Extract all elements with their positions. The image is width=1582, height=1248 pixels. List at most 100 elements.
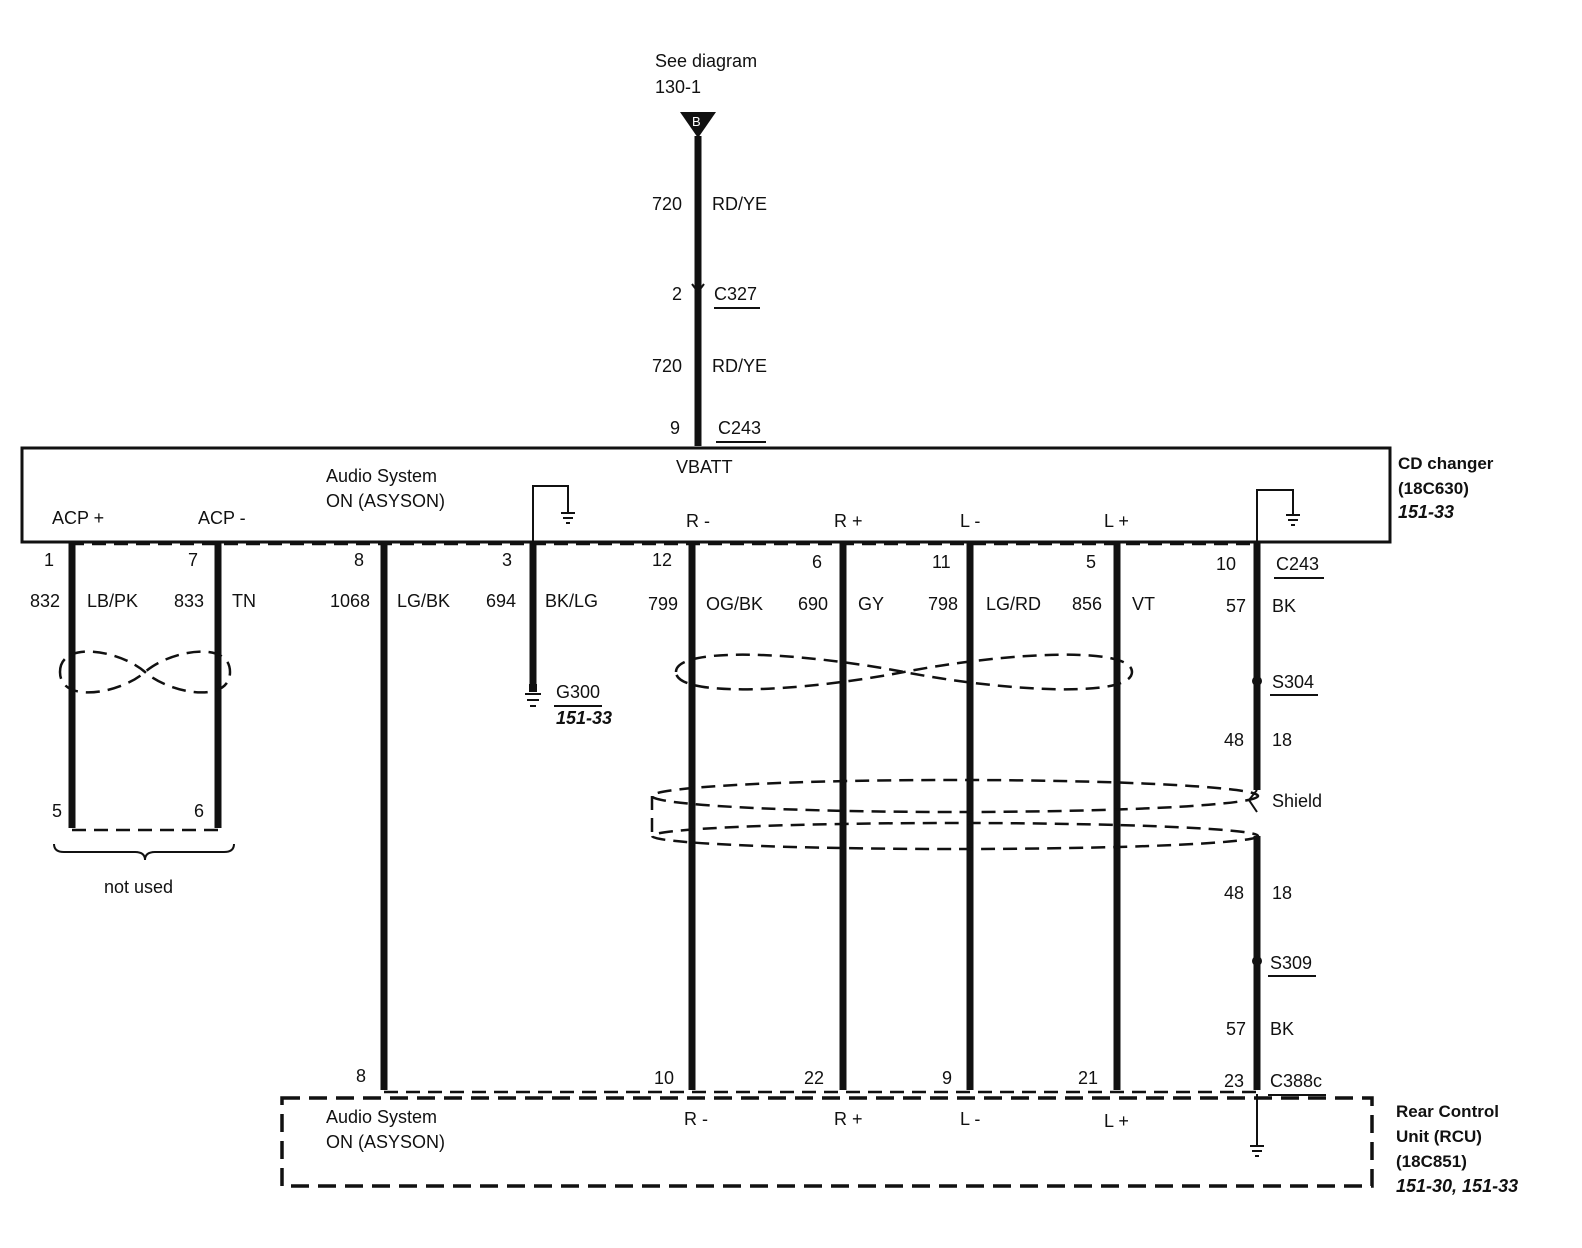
upper-circuit-number: 720 bbox=[652, 194, 682, 214]
acp-minus-label: ACP - bbox=[198, 508, 246, 528]
shield-top-ellipse bbox=[650, 778, 1260, 814]
rcu-l-plus-label: L + bbox=[1104, 1111, 1129, 1131]
rcu-pin-8: 8 bbox=[356, 1066, 366, 1086]
rcu-page-ref: 151-30, 151-33 bbox=[1396, 1176, 1518, 1196]
shield-bottom-ellipse bbox=[650, 821, 1260, 851]
rcu-l-minus-label: L - bbox=[960, 1109, 980, 1129]
connector-b-letter: B bbox=[692, 114, 701, 129]
splice-s304-label: S304 bbox=[1272, 672, 1314, 692]
g300-tab bbox=[529, 684, 537, 692]
pin-6: 6 bbox=[812, 552, 822, 572]
cd-changer-box bbox=[20, 446, 1392, 544]
rcu-pin-21: 21 bbox=[1078, 1068, 1098, 1088]
shield-lower-circuit: 48 bbox=[1224, 883, 1244, 903]
cd-changer-title: CD changer bbox=[1398, 454, 1494, 473]
shield-lower-gauge: 18 bbox=[1272, 883, 1292, 903]
circuit-1068: 1068 bbox=[330, 591, 370, 611]
pin-10: 10 bbox=[1216, 554, 1236, 574]
c243-top-pin: 9 bbox=[670, 418, 680, 438]
color-lb-pk: LB/PK bbox=[87, 591, 138, 611]
circuit-833: 833 bbox=[174, 591, 204, 611]
circuit-694: 694 bbox=[486, 591, 516, 611]
pin-11: 11 bbox=[932, 552, 951, 572]
c327-label: C327 bbox=[714, 284, 757, 304]
pin-3: 3 bbox=[502, 550, 512, 570]
shield-upper-circuit: 48 bbox=[1224, 730, 1244, 750]
splice-s304-dot bbox=[1252, 676, 1262, 686]
pin-1: 1 bbox=[44, 550, 54, 570]
color-lg-rd: LG/RD bbox=[986, 594, 1041, 614]
internal-ground-lead-1 bbox=[532, 485, 569, 542]
color-vt: VT bbox=[1132, 594, 1155, 614]
rcu-pin-9: 9 bbox=[942, 1068, 952, 1088]
pin-12: 12 bbox=[652, 550, 672, 570]
acp-plus-label: ACP + bbox=[52, 508, 104, 528]
circuit-856: 856 bbox=[1072, 594, 1102, 614]
upper-wire-color: RD/YE bbox=[712, 194, 767, 214]
color-bk: BK bbox=[1272, 596, 1296, 616]
color-lg-bk: LG/BK bbox=[397, 591, 450, 611]
pin-7: 7 bbox=[188, 550, 198, 570]
bottom-color-bk: BK bbox=[1270, 1019, 1294, 1039]
internal-ground-lead-2 bbox=[1256, 489, 1294, 542]
g300-page-ref: 151-33 bbox=[556, 708, 612, 728]
cd-r-plus-label: R + bbox=[834, 511, 863, 531]
splice-s309-label: S309 bbox=[1270, 953, 1312, 973]
circuit-799: 799 bbox=[648, 594, 678, 614]
shield-upper-gauge: 18 bbox=[1272, 730, 1292, 750]
color-bk-lg: BK/LG bbox=[545, 591, 598, 611]
cd-l-plus-label: L + bbox=[1104, 511, 1129, 531]
bottom-circuit-57: 57 bbox=[1226, 1019, 1246, 1039]
cd-changer-part: (18C630) bbox=[1398, 479, 1469, 498]
color-tn: TN bbox=[232, 591, 256, 611]
pin-5: 5 bbox=[1086, 552, 1096, 572]
rcu-part: (18C851) bbox=[1396, 1152, 1467, 1171]
end-pin-5: 5 bbox=[52, 801, 62, 821]
cd-r-minus-label: R - bbox=[686, 511, 710, 531]
c243-top-label: C243 bbox=[718, 418, 761, 438]
rcu-pin-23: 23 bbox=[1224, 1071, 1244, 1091]
circuit-798: 798 bbox=[928, 594, 958, 614]
color-og-bk: OG/BK bbox=[706, 594, 763, 614]
c327-pin-mark bbox=[691, 283, 705, 294]
circuit-690: 690 bbox=[798, 594, 828, 614]
rcu-asyson-line2: ON (ASYSON) bbox=[326, 1132, 445, 1152]
twisted-pair-acp bbox=[58, 650, 232, 694]
circuit-832: 832 bbox=[30, 591, 60, 611]
ground-icon bbox=[1250, 1145, 1264, 1157]
rcu-r-plus-label: R + bbox=[834, 1109, 863, 1129]
shield-label: Shield bbox=[1272, 791, 1322, 811]
lower-circuit-number: 720 bbox=[652, 356, 682, 376]
rcu-title-line2: Unit (RCU) bbox=[1396, 1127, 1482, 1146]
c327-pin: 2 bbox=[672, 284, 682, 304]
pin-8: 8 bbox=[354, 550, 364, 570]
rcu-asyson-line1: Audio System bbox=[326, 1107, 437, 1127]
rcu-pin-22: 22 bbox=[804, 1068, 824, 1088]
color-gy: GY bbox=[858, 594, 884, 614]
source-note-line2: 130-1 bbox=[655, 77, 701, 97]
ground-icon bbox=[525, 693, 541, 707]
shield-drain bbox=[1247, 789, 1258, 813]
splice-s309-dot bbox=[1252, 956, 1262, 966]
not-used-label: not used bbox=[104, 877, 173, 897]
rcu-title-line1: Rear Control bbox=[1396, 1102, 1499, 1121]
cd-l-minus-label: L - bbox=[960, 511, 980, 531]
asyson-label-line2: ON (ASYSON) bbox=[326, 491, 445, 511]
ground-icon bbox=[561, 512, 575, 524]
rcu-r-minus-label: R - bbox=[684, 1109, 708, 1129]
asyson-label-line1: Audio System bbox=[326, 466, 437, 486]
not-used-brace bbox=[53, 843, 235, 861]
rcu-box bbox=[280, 1096, 1374, 1188]
g300-label: G300 bbox=[556, 682, 600, 702]
cd-changer-page-ref: 151-33 bbox=[1398, 502, 1454, 522]
end-pin-6: 6 bbox=[194, 801, 204, 821]
c243-bottom-label: C243 bbox=[1276, 554, 1319, 574]
connector-b-triangle bbox=[680, 112, 716, 138]
source-note-line1: See diagram bbox=[655, 51, 757, 71]
circuit-57: 57 bbox=[1226, 596, 1246, 616]
ground-icon bbox=[1286, 514, 1300, 526]
rcu-pin-10: 10 bbox=[654, 1068, 674, 1088]
c388c-label: C388c bbox=[1270, 1071, 1322, 1091]
vbatt-label: VBATT bbox=[676, 457, 733, 477]
